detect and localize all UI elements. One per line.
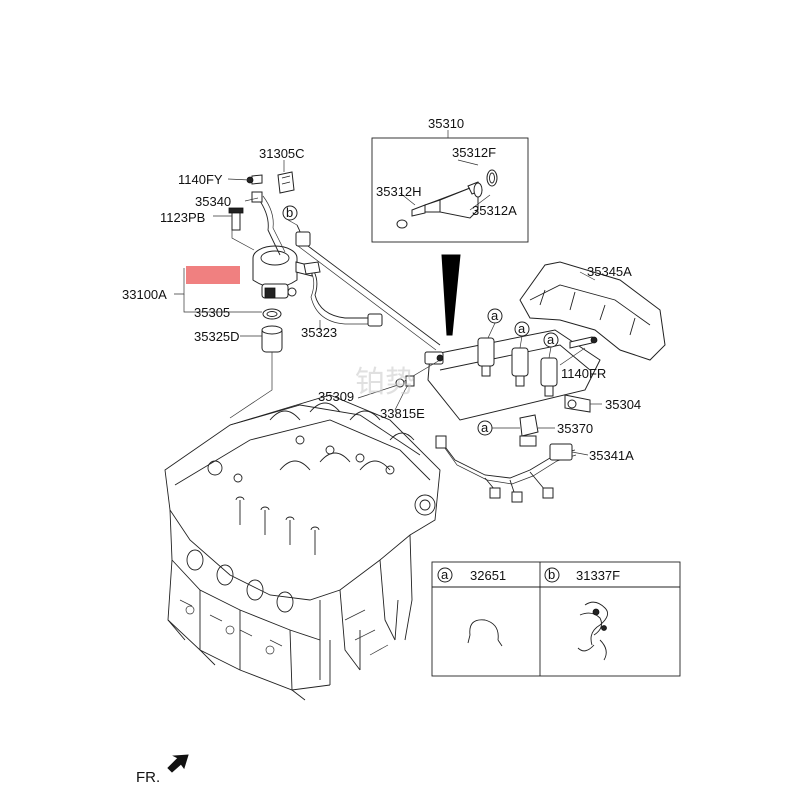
callout-b-pump: b (282, 205, 298, 221)
label-1140fr: 1140FR (561, 366, 606, 381)
high-pressure-fuel-pump (228, 171, 383, 353)
svg-text:b: b (286, 205, 293, 220)
detail-pointer-arrow (441, 254, 461, 336)
label-33815e: 33815E (380, 406, 425, 421)
connector-31337f-icon (577, 601, 609, 661)
callout-a-injector-2: a (514, 321, 530, 349)
label-35370: 35370 (557, 421, 593, 436)
label-35323: 35323 (301, 325, 337, 340)
injector-wiring-harness (435, 414, 577, 503)
label-35305: 35305 (194, 305, 230, 320)
part-35309-icon (395, 378, 405, 388)
label-35312h: 35312H (376, 184, 422, 199)
front-direction-label: FR. (136, 769, 160, 786)
highlight-marker (186, 266, 240, 284)
callout-a-sensor: a (477, 420, 520, 436)
callout-a-injector-3: a (543, 332, 559, 359)
legend-box: a 32651 b 31337F (431, 561, 681, 677)
legend-a-part: 32651 (470, 568, 506, 583)
engine-block (164, 394, 441, 701)
label-35345a: 35345A (587, 264, 632, 279)
svg-text:a: a (547, 332, 555, 347)
injector-2 (511, 347, 529, 387)
label-35325d: 35325D (194, 329, 240, 344)
legend-b-letter: b (548, 567, 555, 582)
injector-1 (477, 337, 495, 377)
label-33100a: 33100A (122, 287, 167, 302)
legend-a-letter: a (441, 567, 449, 582)
heat-shield (519, 261, 666, 361)
watermark: 铂势 (355, 365, 415, 400)
label-1140fy: 1140FY (178, 172, 223, 187)
part-33815e-icon (405, 375, 415, 387)
svg-text:a: a (491, 308, 499, 323)
label-35312a: 35312A (472, 203, 517, 218)
injector-3 (540, 357, 558, 397)
front-direction-arrow-icon (167, 754, 189, 773)
label-35304: 35304 (605, 397, 641, 412)
label-35312f: 35312F (452, 145, 496, 160)
label-31305c: 31305C (259, 146, 305, 161)
svg-text:a: a (518, 321, 526, 336)
label-1123pb: 1123PB (160, 210, 205, 225)
injector-detail-box (371, 137, 529, 243)
callout-a-injector-1: a (487, 308, 503, 339)
label-35340: 35340 (195, 194, 231, 209)
svg-text:a: a (481, 420, 489, 435)
label-35341a: 35341A (589, 448, 634, 463)
label-35310: 35310 (428, 116, 464, 131)
label-35309: 35309 (318, 389, 354, 404)
legend-b-part: 31337F (576, 568, 620, 583)
clip-32651-icon (469, 619, 499, 641)
